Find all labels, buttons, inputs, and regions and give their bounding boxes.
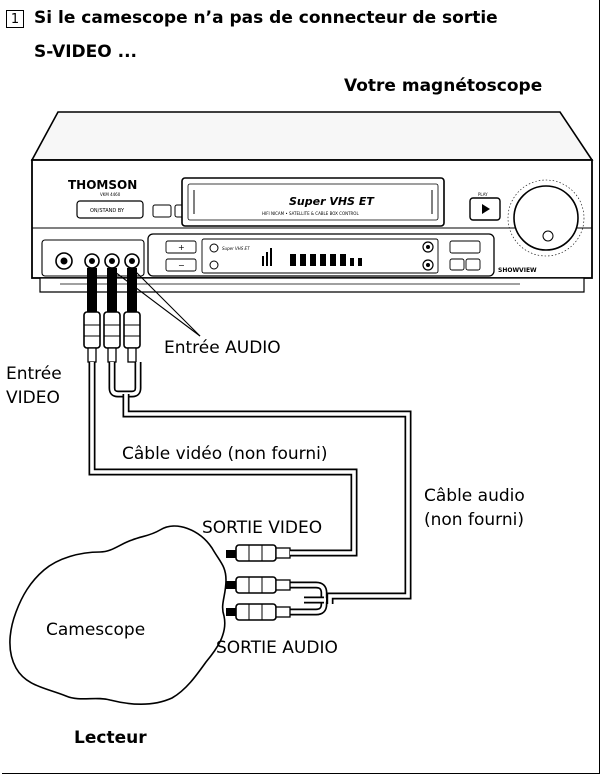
play-label: PLAY xyxy=(478,192,488,197)
cassette-door xyxy=(181,177,445,227)
svg-text:VKM 4460: VKM 4460 xyxy=(100,192,121,197)
showview-logo: SHOWVIEW xyxy=(498,267,537,274)
camcorder-label: Camescope xyxy=(46,620,146,640)
video-output-label: SORTIE VIDEO xyxy=(202,518,323,538)
audio-output-label: SORTIE AUDIO xyxy=(216,638,338,658)
svg-text:+: + xyxy=(178,243,185,252)
video-input-label-line1: Entrée xyxy=(6,364,62,384)
step-title-line1: Si le camescope n’a pas de connecteur de… xyxy=(34,8,498,28)
svg-text:−: − xyxy=(178,261,185,270)
step-number-box: 1 xyxy=(6,10,24,28)
audio-input-pointer-left xyxy=(114,271,201,337)
audio-input-pointer-right xyxy=(135,271,201,337)
step-title-line2: S-VIDEO ... xyxy=(34,42,138,62)
rca-plug-video xyxy=(83,268,101,363)
svg-text:Super VHS ET: Super VHS ET xyxy=(222,246,250,251)
rca-plug-audio-output-right xyxy=(226,603,291,621)
rca-plug-video-output xyxy=(226,544,358,562)
rca-plug-audio-output-left xyxy=(226,576,291,594)
video-input-label-line2: VIDEO xyxy=(6,388,60,408)
standby-button[interactable] xyxy=(76,200,144,219)
rca-plug-audio-left xyxy=(103,268,121,363)
vcr-brand: THOMSON xyxy=(68,178,137,192)
video-cable-label: Câble vidéo (non fourni) xyxy=(122,444,328,464)
audio-input-label: Entrée AUDIO xyxy=(164,338,281,358)
vcr-display-title: Super VHS ET xyxy=(289,195,375,208)
jog-dial[interactable] xyxy=(507,179,585,257)
rca-plug-audio-right xyxy=(123,268,141,363)
player-label: Lecteur xyxy=(74,728,147,748)
audio-cable-label-line2: (non fourni) xyxy=(424,510,524,530)
audio-cable-label-line1: Câble audio xyxy=(424,486,525,506)
vcr-heading: Votre magnétoscope xyxy=(344,76,543,96)
timer-button[interactable] xyxy=(152,204,172,218)
audio-cable-merge xyxy=(108,362,142,398)
vcr-illustration: THOMSON VKM 4460 ON/STAND BY Super VHS E… xyxy=(30,111,594,293)
svg-text:ON/STAND BY: ON/STAND BY xyxy=(90,208,125,214)
camcorder-outline xyxy=(9,525,227,706)
vcr-display-subtitle: HIFI NICAM • SATELLITE & CABLE BOX CONTR… xyxy=(262,211,359,216)
